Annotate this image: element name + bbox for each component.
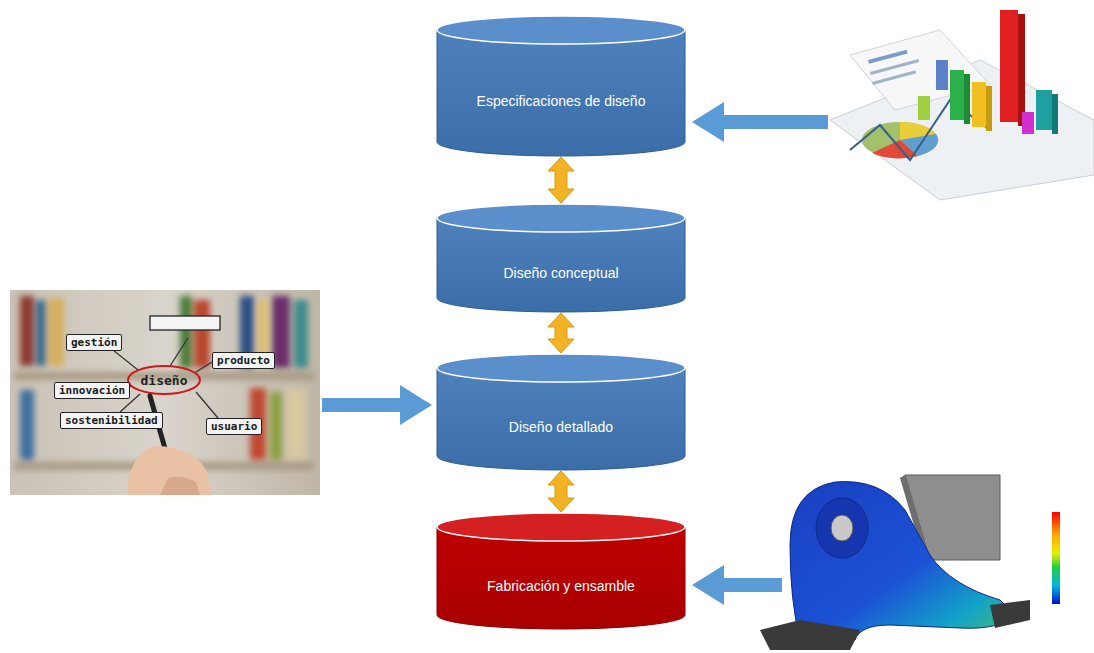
- double-arrow: [548, 313, 574, 353]
- stage-label: Fabricación y ensamble: [487, 578, 635, 595]
- handwritten-word: gestión: [66, 334, 122, 351]
- stage-label: Diseño conceptual: [503, 265, 618, 282]
- cylinder-stage: Diseño conceptual: [436, 203, 686, 313]
- chart-picture: [830, 10, 1094, 200]
- cylinder-shape: [436, 512, 686, 630]
- cylinder-top: [437, 513, 685, 541]
- cylinder-body: [437, 30, 685, 156]
- cylinder-top: [437, 354, 685, 382]
- stage-label: Diseño detallado: [509, 419, 613, 436]
- node-content: Diseño detallado: [436, 353, 686, 471]
- handwritten-word: producto: [212, 352, 275, 369]
- design-photo: [10, 290, 320, 495]
- node-content: Especificaciones de diseño: [436, 15, 686, 157]
- handwritten-word: usuario: [206, 418, 262, 435]
- cylinder-shape: [436, 203, 686, 313]
- cylinder-top: [437, 16, 685, 44]
- handwritten-word: sostenibilidad: [60, 412, 163, 429]
- cylinder-body: [437, 527, 685, 629]
- cylinder-shape: [436, 15, 686, 157]
- node-content: Fabricación y ensamble: [436, 512, 686, 630]
- input-arrows: [322, 102, 828, 605]
- handwritten-word: diseño: [137, 372, 192, 389]
- cylinder-stage: Fabricación y ensamble: [436, 512, 686, 630]
- double-arrow: [548, 157, 574, 203]
- cylinder-stage: Diseño detallado: [436, 353, 686, 471]
- node-content: Diseño conceptual: [436, 203, 686, 313]
- cylinder-stage: Especificaciones de diseño: [436, 15, 686, 157]
- handwritten-word: innovación: [54, 382, 130, 399]
- cylinder-shape: [436, 353, 686, 471]
- cylinder-top: [437, 204, 685, 232]
- stage-label: Especificaciones de diseño: [477, 93, 646, 110]
- double-arrow: [548, 471, 574, 512]
- cylinder-body: [437, 368, 685, 470]
- fea-model: [760, 475, 1060, 650]
